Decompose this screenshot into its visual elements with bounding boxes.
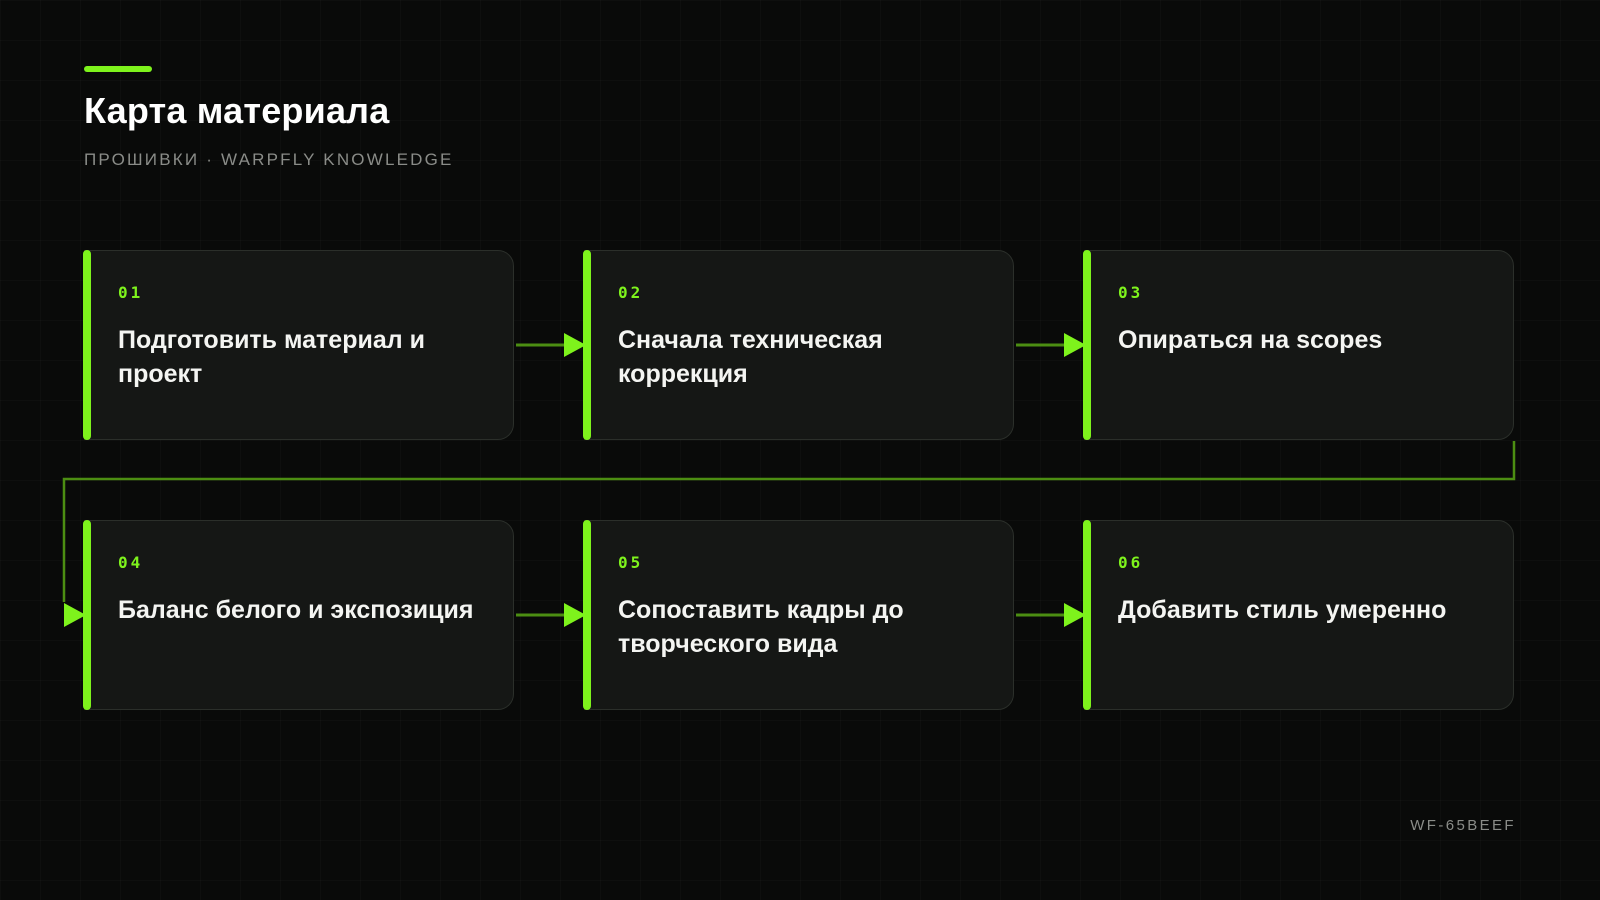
page-title: Карта материала <box>84 90 390 131</box>
step-card-01: 01 Подготовить материал и проект <box>83 250 514 440</box>
step-number: 04 <box>118 553 144 572</box>
step-label: Добавить стиль умеренно <box>1118 596 1447 624</box>
step-card-03: 03 Опираться на scopes <box>1083 250 1514 440</box>
card-accent-edge <box>583 520 591 710</box>
step-label: Сопоставить кадры до творческого вида <box>618 596 904 658</box>
arrow-01-02 <box>516 333 586 357</box>
card-accent-edge <box>1083 520 1091 710</box>
document-code: WF-65BEEF <box>1410 817 1516 834</box>
arrow-03-04 <box>62 441 1516 627</box>
arrow-04-05 <box>516 603 586 627</box>
title-accent-bar <box>84 66 152 72</box>
step-card-05: 05 Сопоставить кадры до творческого вида <box>583 520 1014 710</box>
card-accent-edge <box>83 520 91 710</box>
step-card-04: 04 Баланс белого и экспозиция <box>83 520 514 710</box>
step-number: 06 <box>1118 553 1144 572</box>
step-label: Баланс белого и экспозиция <box>118 596 474 624</box>
arrow-02-03 <box>1016 333 1086 357</box>
step-number: 03 <box>1118 283 1144 302</box>
card-accent-edge <box>583 250 591 440</box>
arrow-05-06 <box>1016 603 1086 627</box>
step-number: 02 <box>618 283 644 302</box>
step-card-02: 02 Сначала техническая коррекция <box>583 250 1014 440</box>
step-card-06: 06 Добавить стиль умеренно <box>1083 520 1514 710</box>
card-accent-edge <box>83 250 91 440</box>
step-label: Подготовить материал и проект <box>118 326 425 388</box>
page-subtitle: ПРОШИВКИ · WARPFLY KNOWLEDGE <box>84 150 454 169</box>
card-accent-edge <box>1083 250 1091 440</box>
step-number: 05 <box>618 553 644 572</box>
step-number: 01 <box>118 283 144 302</box>
step-label: Опираться на scopes <box>1118 326 1383 354</box>
step-label: Сначала техническая коррекция <box>618 326 883 388</box>
